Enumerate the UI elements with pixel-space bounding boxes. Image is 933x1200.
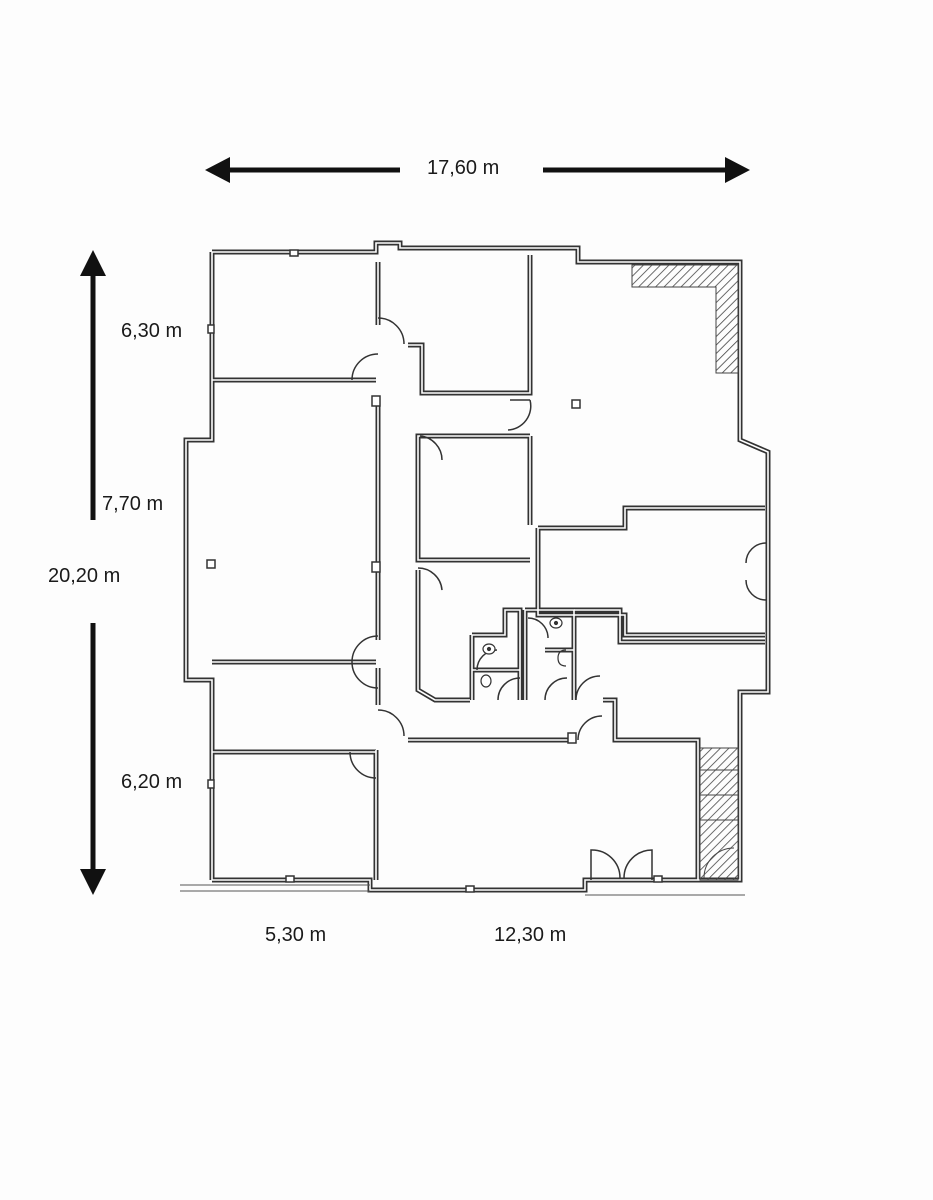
sanitary-fixtures bbox=[480, 617, 567, 688]
columns bbox=[206, 249, 663, 893]
bottom-right-dimension-label: 12,30 m bbox=[494, 924, 567, 946]
hatched-counter bbox=[631, 264, 739, 374]
urinal-icon bbox=[557, 649, 567, 667]
left-middle-dimension-label: 7,70 m bbox=[102, 493, 164, 515]
stairwell bbox=[699, 747, 739, 881]
dimension-arrows bbox=[80, 157, 750, 895]
left-top-dimension-label: 6,30 m bbox=[121, 320, 183, 342]
total-width-label: 17,60 m bbox=[427, 157, 500, 179]
total-height-label: 20,20 m bbox=[48, 565, 121, 587]
walls bbox=[180, 240, 771, 896]
doors bbox=[349, 317, 767, 880]
sink-icon bbox=[480, 674, 492, 688]
left-bottom-dimension-label: 6,20 m bbox=[121, 771, 183, 793]
bottom-left-dimension-label: 5,30 m bbox=[265, 924, 327, 946]
